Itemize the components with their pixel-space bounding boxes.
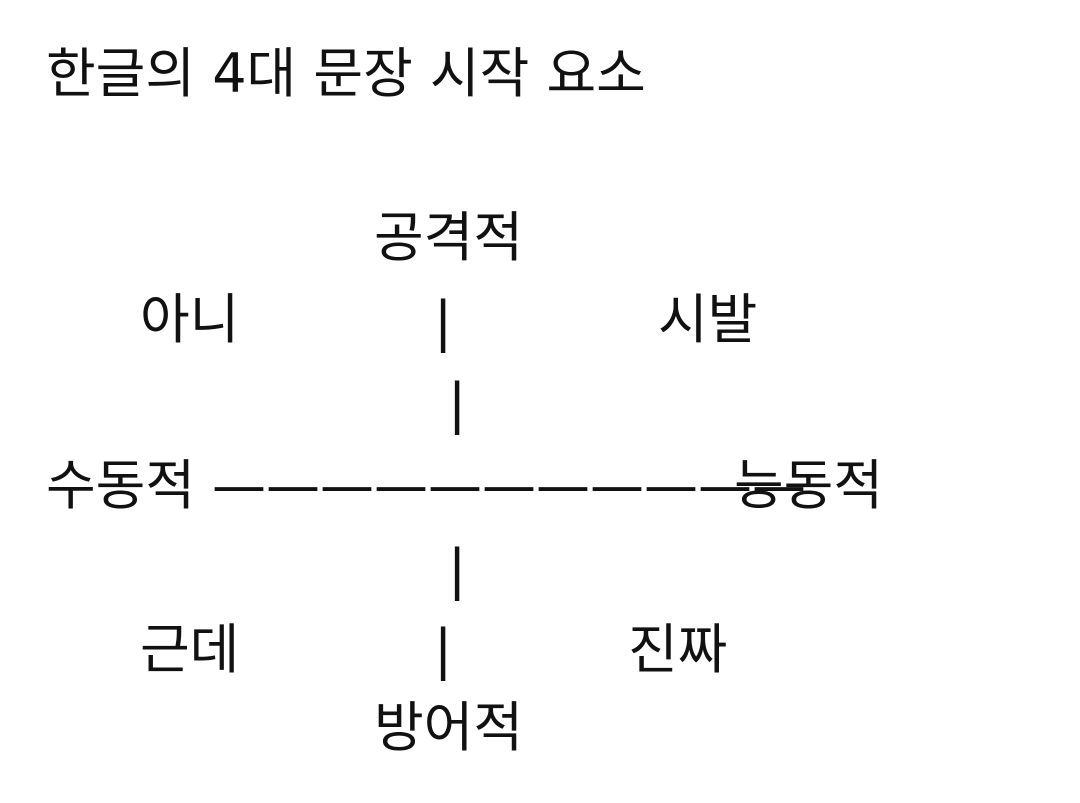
label-bottom-defensive: 방어적 bbox=[374, 696, 524, 759]
page-title: 한글의 4대 문장 시작 요소 bbox=[46, 42, 646, 105]
horizontal-axis: ——————————— bbox=[212, 454, 806, 517]
label-top-aggressive: 공격적 bbox=[374, 206, 524, 269]
vertical-axis-segment-2: | bbox=[448, 372, 467, 435]
label-top-left: 아니 bbox=[140, 288, 240, 351]
vertical-axis-segment-4: | bbox=[434, 618, 453, 681]
label-right-active: 능동적 bbox=[734, 454, 884, 517]
label-left-passive: 수동적 bbox=[46, 454, 196, 517]
label-bottom-left: 근데 bbox=[140, 618, 240, 681]
label-bottom-right: 진짜 bbox=[628, 618, 728, 681]
label-top-right: 시발 bbox=[658, 288, 758, 351]
vertical-axis-segment-1: | bbox=[434, 290, 453, 353]
vertical-axis-segment-3: | bbox=[448, 538, 467, 601]
